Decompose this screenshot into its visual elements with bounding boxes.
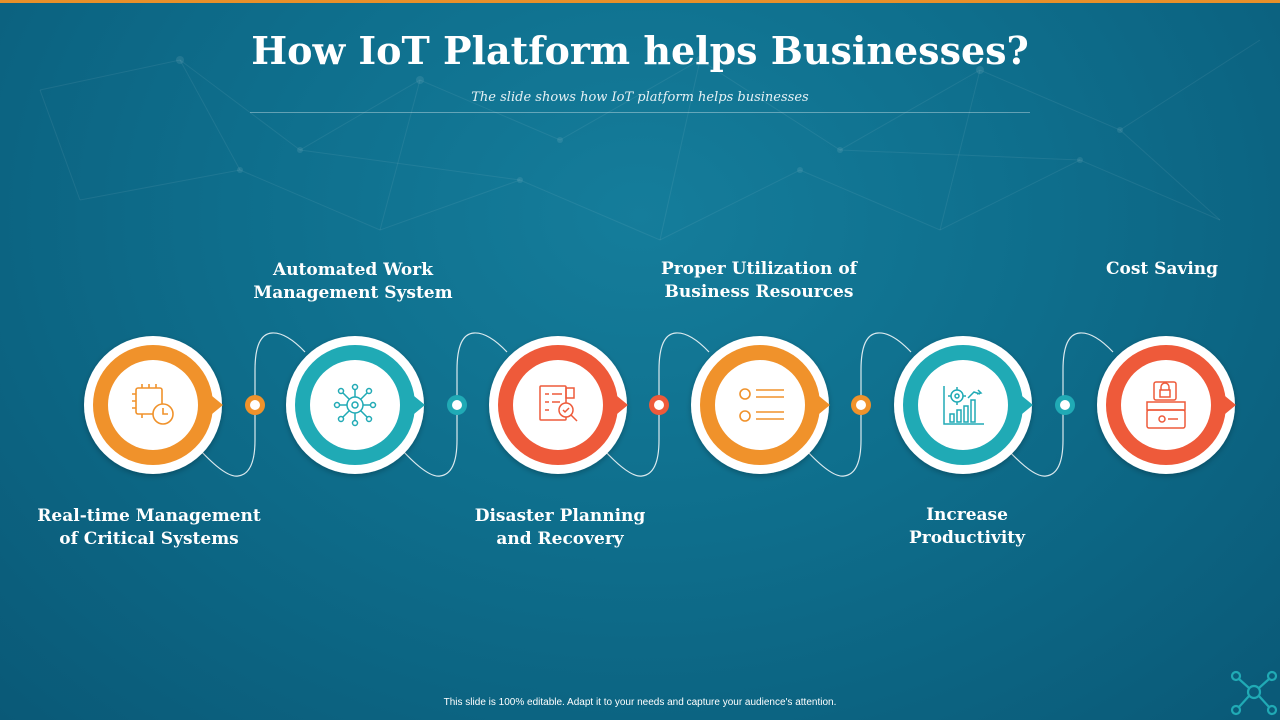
slide-footer: This slide is 100% editable. Adapt it to…: [443, 697, 837, 708]
step-6-label: Cost Saving: [1105, 259, 1219, 279]
step-1-circle: [84, 336, 223, 474]
step-6-circle: [1097, 336, 1236, 474]
step-3-circle: [489, 336, 628, 474]
step-5-circle: [894, 336, 1033, 474]
checklist-search-icon: [539, 385, 578, 422]
lock-wallet-icon: [1146, 381, 1186, 429]
gear-chart-icon: [943, 386, 984, 425]
chip-clock-icon: [132, 384, 174, 425]
step-4-circle: [691, 336, 830, 474]
slide-title: How IoT Platform helps Businesses?: [251, 28, 1029, 73]
slide-subtitle: The slide shows how IoT platform helps b…: [471, 90, 809, 105]
top-accent-bar: [0, 0, 1280, 3]
molecule-icon: [1230, 670, 1278, 716]
subtitle-divider: [250, 112, 1030, 113]
network-gear-icon: [333, 383, 377, 427]
step-2-circle: [286, 336, 425, 474]
list-icon: [739, 388, 784, 422]
connector-dots: [245, 395, 1075, 415]
